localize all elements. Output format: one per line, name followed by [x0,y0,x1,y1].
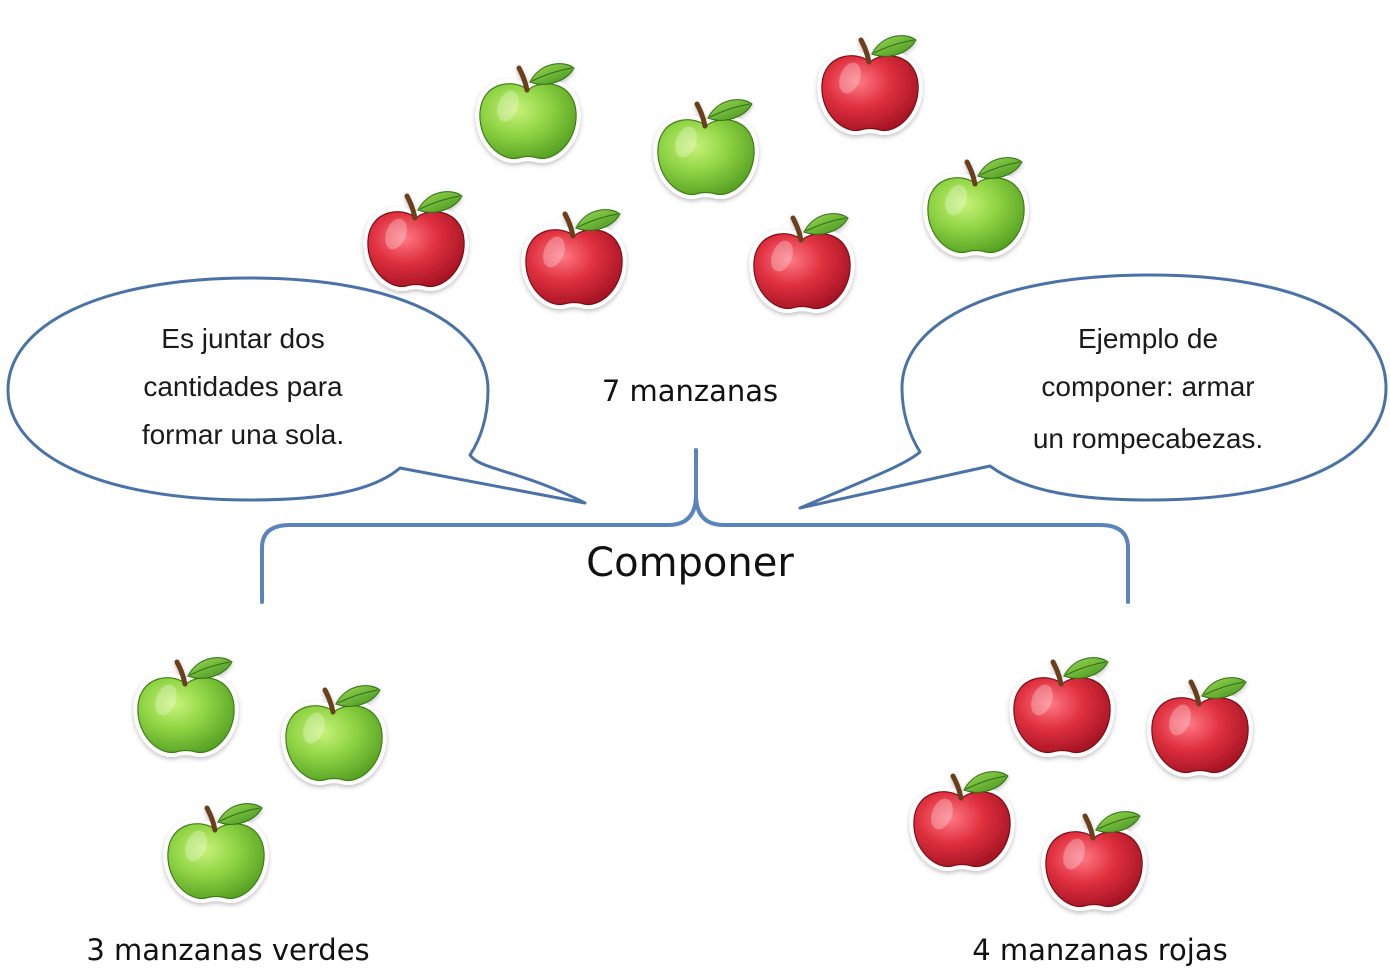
green-apple-icon [928,158,1024,253]
red-apple-icon [1152,678,1248,773]
left-bubble-line-2: cantidades para [143,371,343,402]
green-apple-icon [138,658,234,753]
red-apple-icon [1014,658,1110,753]
right-bubble-line-1: Ejemplo de [1078,323,1218,354]
green-apple-icon [480,64,576,159]
green-apple-icon [168,804,264,899]
red-apple-icon [822,36,918,131]
green-apple-icon [286,686,382,781]
green-group-label: 3 manzanas verdes [86,933,369,967]
red-apple-icon [368,192,464,287]
left-speech-bubble: Es juntar dos cantidades para formar una… [6,276,587,505]
red-apple-icon [914,772,1010,867]
green-apple-icon [658,100,754,195]
left-bubble-line-3: formar una sola. [142,419,344,450]
right-bubble-line-2: componer: armar [1041,371,1254,402]
red-apple-icon [526,210,622,305]
green-apples-group [138,658,382,899]
red-apple-icon [1046,812,1142,907]
right-bubble-line-3: un rompecabezas. [1033,423,1263,454]
curly-brace [260,448,1130,604]
right-speech-bubble: Ejemplo de componer: armar un rompecabez… [798,273,1388,510]
title-componer: Componer [586,540,794,586]
red-apple-icon [754,214,850,309]
total-label: 7 manzanas [602,374,778,408]
left-bubble-line-1: Es juntar dos [161,323,324,354]
top-apples [368,36,1024,309]
red-apples-group [914,658,1248,907]
red-group-label: 4 manzanas rojas [972,933,1228,967]
